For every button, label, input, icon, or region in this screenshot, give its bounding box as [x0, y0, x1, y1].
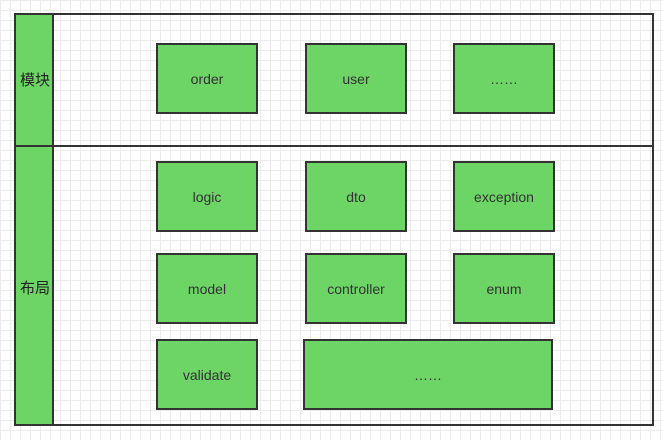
layout-box-more: …… — [303, 339, 553, 410]
module-box-more: …… — [453, 43, 555, 114]
section-divider — [16, 145, 652, 147]
module-box-order: order — [156, 43, 258, 114]
diagram-frame: 模块 布局 — [14, 13, 654, 426]
layout-box-exception: exception — [453, 161, 555, 232]
layout-box-enum: enum — [453, 253, 555, 324]
layout-box-controller: controller — [305, 253, 407, 324]
module-box-user: user — [305, 43, 407, 114]
section-label-modules: 模块 — [19, 71, 50, 89]
layout-box-dto: dto — [305, 161, 407, 232]
layout-box-logic: logic — [156, 161, 258, 232]
section-label-band — [16, 15, 54, 424]
layout-box-model: model — [156, 253, 258, 324]
layout-box-validate: validate — [156, 339, 258, 410]
section-label-layout: 布局 — [19, 279, 50, 297]
